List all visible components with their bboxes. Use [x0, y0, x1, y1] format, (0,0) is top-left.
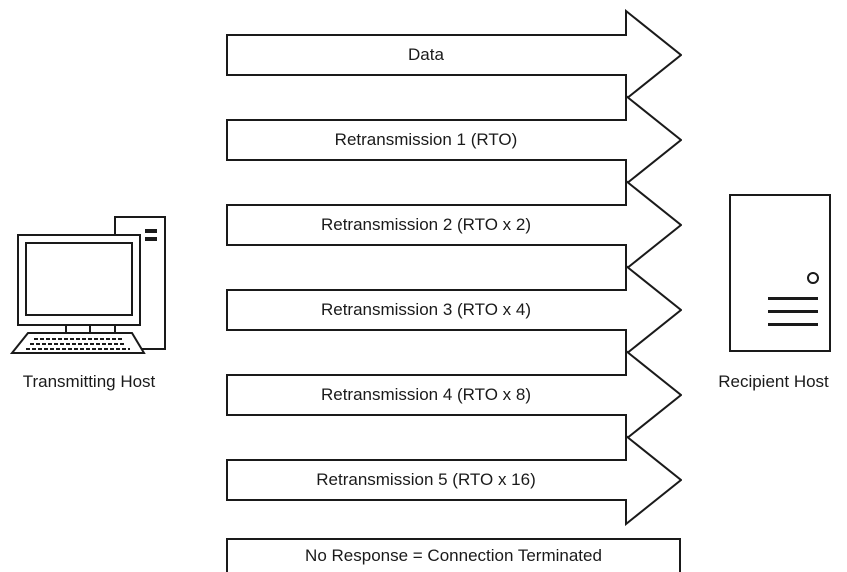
arrow-shape — [226, 349, 682, 441]
arrow-label: Retransmission 2 (RTO x 2) — [320, 215, 532, 234]
arrow-label: Retransmission 4 (RTO x 8) — [320, 385, 532, 404]
arrow-label: Retransmission 5 (RTO x 16) — [316, 470, 536, 489]
arrow-shape — [226, 434, 682, 526]
recipient-host-label: Recipient Host — [718, 372, 829, 391]
arrow-retransmission-5: Retransmission 5 (RTO x 16) — [226, 434, 682, 526]
arrow-retransmission-2: Retransmission 2 (RTO x 2) — [226, 179, 682, 271]
arrow-label: Retransmission 1 (RTO) — [334, 130, 518, 149]
connection-terminated-label: No Response = Connection Terminated — [305, 546, 602, 565]
connection-terminated-box: No Response = Connection Terminated — [226, 538, 681, 572]
arrow-retransmission-3: Retransmission 3 (RTO x 4) — [226, 264, 682, 356]
transmitting-host-label: Transmitting Host — [22, 372, 156, 391]
arrow-label: Retransmission 3 (RTO x 4) — [320, 300, 532, 319]
arrow-retransmission-1: Retransmission 1 (RTO) — [226, 94, 682, 186]
arrow-shape — [226, 9, 682, 101]
arrow-shape — [226, 94, 682, 186]
arrow-retransmission-4: Retransmission 4 (RTO x 8) — [226, 349, 682, 441]
arrow-shape — [226, 264, 682, 356]
server-tower-icon — [729, 194, 831, 352]
arrow-data: Data — [226, 9, 682, 101]
arrow-label: Data — [408, 45, 444, 64]
desktop-computer-icon — [9, 216, 166, 354]
arrow-shape — [226, 179, 682, 271]
